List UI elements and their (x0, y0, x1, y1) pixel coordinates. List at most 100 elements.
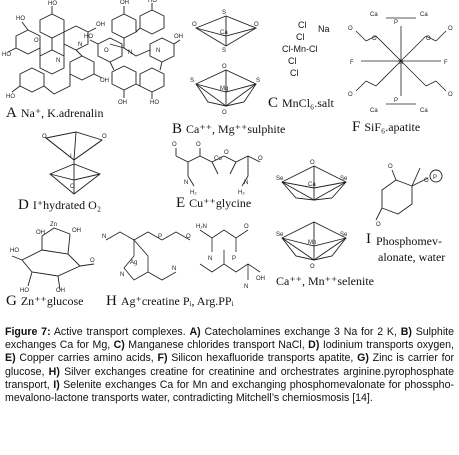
svg-text:H₂: H₂ (238, 190, 245, 196)
svg-text:OH: OH (72, 228, 81, 234)
panel-c-atom-1: Cl (298, 20, 307, 30)
svg-text:O: O (222, 110, 227, 116)
panel-e-label: E Cu⁺⁺glycine (176, 194, 251, 212)
svg-text:OH: OH (256, 276, 265, 282)
figure-label: Figure 7: (5, 326, 51, 338)
svg-text:P: P (394, 20, 398, 26)
svg-text:Se: Se (276, 176, 284, 182)
caption-segment: D) (308, 339, 320, 352)
panel-h-label: H Ag⁺creatine Pᵢ, Arg.PPᵢ (106, 292, 234, 310)
svg-text:OH: OH (174, 34, 183, 40)
panel-c-atom-3: Cl (296, 32, 305, 42)
svg-text:HO: HO (48, 1, 57, 7)
svg-text:HO: HO (2, 52, 11, 58)
panel-g-caption: Zn⁺⁺glucose (20, 294, 84, 308)
svg-text:O: O (192, 22, 197, 28)
panel-c-structure: Cl Na Cl Cl-Mn-Cl Cl Cl (276, 20, 336, 84)
svg-text:OH: OH (118, 100, 127, 106)
svg-text:Se: Se (340, 176, 348, 182)
svg-text:HO: HO (16, 16, 25, 22)
svg-text:O: O (448, 26, 453, 32)
svg-text:Se: Se (276, 232, 284, 238)
svg-text:O: O (196, 142, 201, 148)
panel-d-label: D I⁺hydrated O₂ (18, 196, 101, 214)
svg-text:Zn: Zn (50, 222, 57, 228)
caption-segment: B) (400, 326, 412, 338)
svg-text:OH: OH (96, 22, 105, 28)
svg-text:OH: OH (56, 288, 65, 294)
svg-text:P: P (158, 234, 162, 240)
caption-segment: Selenite exchanges Ca for Mn and exchang… (5, 378, 454, 405)
svg-text:O: O (448, 92, 453, 98)
caption-segment: Catecholamines exchange 3 Na for 2 K, (200, 326, 401, 338)
panel-b-caption: Ca⁺⁺, Mg⁺⁺sulphite (186, 122, 286, 136)
svg-text:O: O (258, 156, 263, 162)
svg-text:O: O (348, 92, 353, 98)
panel-c-letter: C (268, 95, 279, 111)
svg-text:O: O (90, 258, 95, 264)
panel-g-label: G Zn⁺⁺glucose (6, 292, 84, 310)
caption-segment: C) (113, 339, 125, 352)
svg-text:N: N (78, 42, 82, 48)
svg-text:O: O (424, 178, 429, 184)
panel-b-letter: B (172, 121, 183, 137)
svg-text:O: O (172, 142, 177, 148)
svg-text:N: N (102, 234, 106, 240)
caption-segment: Active transport complexes. (50, 326, 190, 338)
svg-text:O: O (42, 134, 47, 140)
svg-text:HO: HO (10, 248, 19, 254)
svg-text:HO: HO (84, 34, 93, 40)
svg-text:F: F (444, 60, 448, 66)
panel-d-letter: D (18, 197, 29, 213)
panel-i-label: I (366, 230, 371, 248)
svg-text:O: O (310, 160, 315, 166)
svg-text:OH: OH (36, 230, 45, 236)
svg-text:N: N (172, 266, 176, 272)
svg-text:Mn: Mn (308, 240, 316, 246)
svg-text:O: O (426, 36, 431, 42)
svg-text:O: O (186, 234, 191, 240)
svg-text:N: N (244, 284, 248, 290)
svg-text:O: O (222, 64, 227, 70)
figure-caption: Figure 7: Active transport complexes. A)… (5, 326, 454, 405)
panel-f-label: F SiF₆.apatite (352, 118, 420, 136)
panel-i-caption-1: Phosphomev- (376, 232, 442, 250)
panel-c-atom-5: Cl (288, 56, 297, 66)
caption-segment: Sulphite exchanges Ca for Mg, (5, 326, 455, 352)
svg-text:HO: HO (20, 288, 29, 294)
svg-text:I: I (70, 154, 72, 160)
svg-text:Ag: Ag (130, 260, 137, 266)
svg-text:OH: OH (100, 78, 109, 84)
panel-e-letter: E (176, 195, 186, 211)
svg-text:O: O (348, 26, 353, 32)
panel-c-atom-4: Cl-Mn-Cl (282, 44, 318, 54)
svg-text:N: N (120, 272, 124, 278)
panel-i-caption-line1: Phosphomev- (376, 234, 442, 248)
caption-segment: E) (5, 352, 16, 365)
svg-text:O: O (104, 48, 109, 54)
panel-d-caption: I⁺hydrated O₂ (32, 198, 102, 212)
svg-text:Si: Si (398, 60, 403, 66)
svg-text:Ca: Ca (420, 12, 428, 18)
svg-text:OH: OH (120, 0, 129, 6)
caption-segment: G) (357, 352, 369, 365)
svg-text:F: F (350, 60, 354, 66)
svg-text:O: O (70, 184, 75, 190)
svg-text:N: N (244, 180, 248, 186)
caption-segment: Silver exchanges creatine for creatinine… (5, 365, 454, 391)
panel-i-caption-line2: alonate, water (378, 250, 446, 264)
svg-text:P: P (232, 256, 236, 262)
svg-text:H₂N: H₂N (196, 224, 207, 230)
caption-segment: Copper carries amino acids, (15, 352, 158, 365)
svg-text:S: S (256, 78, 260, 84)
caption-segment: Manganese chlorides transport NaCl, (124, 339, 309, 352)
svg-text:N: N (208, 256, 212, 262)
svg-text:H₂: H₂ (190, 190, 197, 196)
